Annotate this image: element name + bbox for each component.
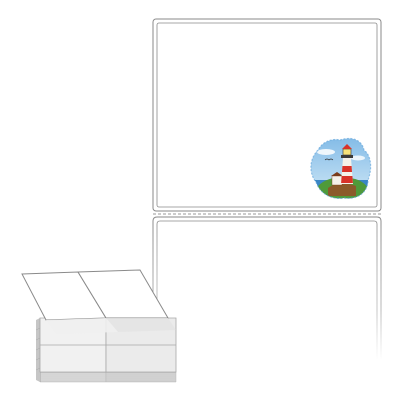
bottom-label bbox=[152, 216, 382, 360]
top-label-inner-outline bbox=[156, 22, 378, 208]
bottom-label-outer-outline bbox=[152, 216, 382, 360]
fanfold-label-stack-icon bbox=[21, 269, 177, 383]
lighthouse-icon bbox=[310, 137, 372, 199]
bottom-label-inner-outline bbox=[156, 220, 378, 360]
unfolded-sheet bbox=[21, 269, 176, 334]
